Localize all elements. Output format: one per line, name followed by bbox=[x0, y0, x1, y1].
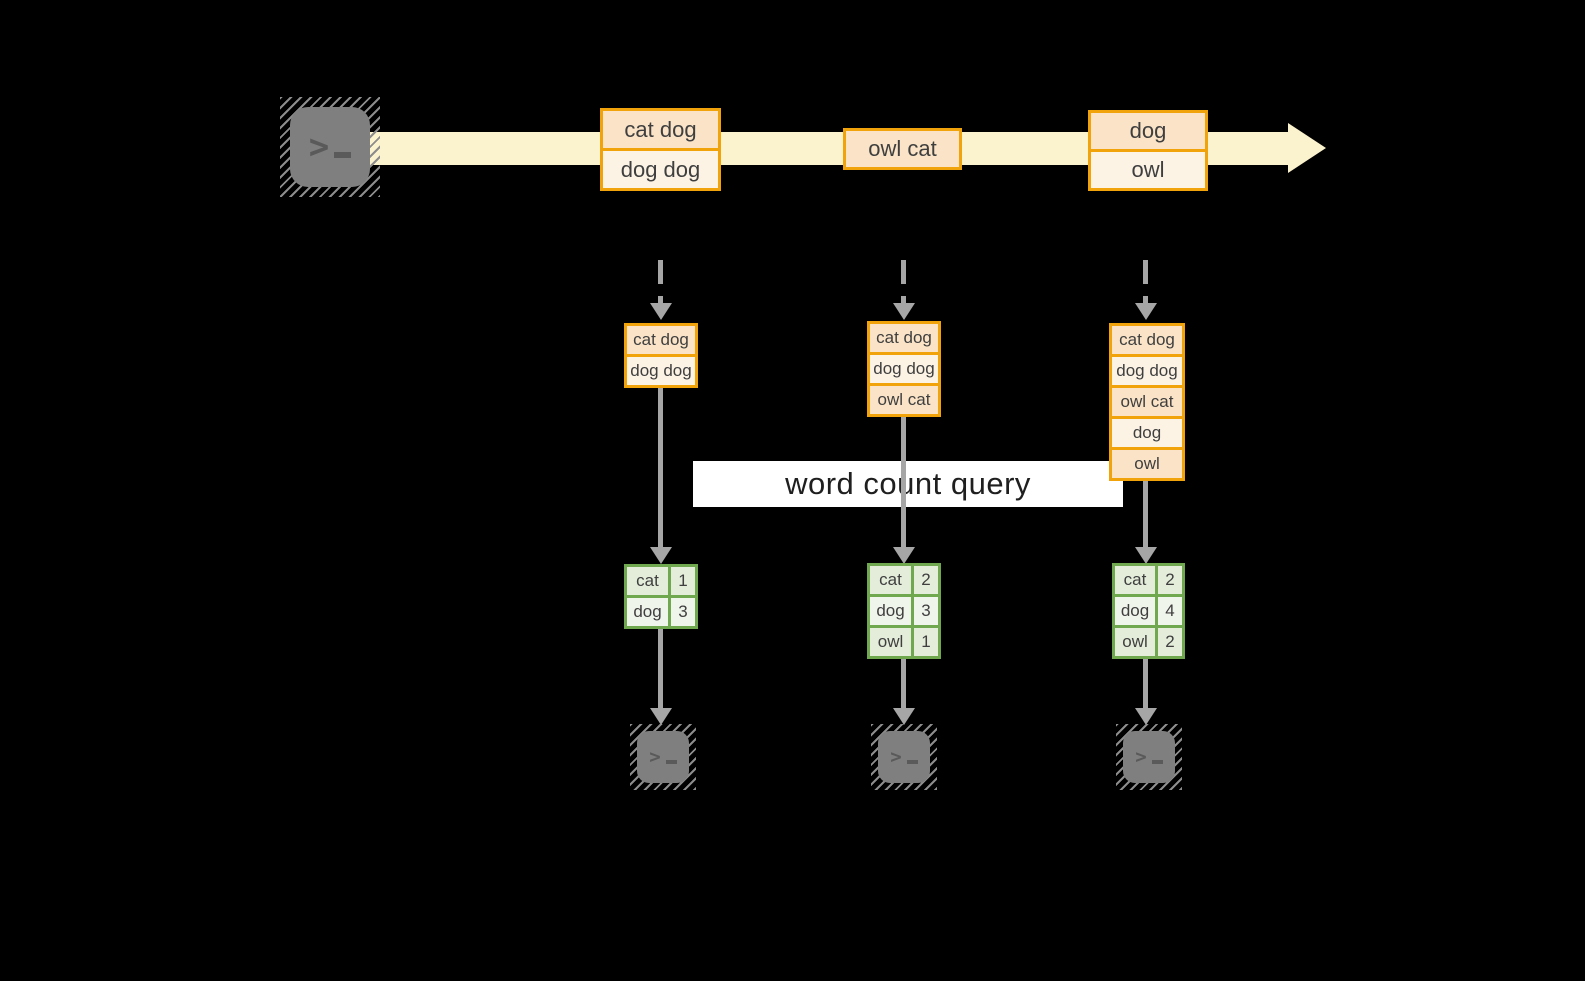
arrowhead-down-icon bbox=[893, 547, 915, 564]
ingest-dashed-arrow bbox=[658, 260, 663, 305]
word-cell: cat bbox=[1115, 566, 1155, 594]
arrowhead-down-icon bbox=[893, 708, 915, 725]
buffer-line: owl bbox=[1112, 450, 1182, 478]
stream-event-line: owl bbox=[1091, 152, 1205, 188]
count-cell: 2 bbox=[1158, 628, 1182, 656]
micro-batch-box: cat dog dog dog bbox=[624, 323, 698, 388]
terminal-prompt-icon: > bbox=[280, 97, 380, 197]
count-cell: 3 bbox=[914, 597, 938, 625]
terminal-screen bbox=[637, 731, 689, 783]
count-cell: 3 bbox=[671, 598, 695, 626]
terminal-screen bbox=[878, 731, 930, 783]
count-cell: 2 bbox=[914, 566, 938, 594]
buffer-line: owl cat bbox=[1112, 388, 1182, 419]
terminal-cursor-icon bbox=[334, 152, 352, 158]
word-count-table: cat 2 dog 3 owl 1 bbox=[867, 563, 941, 659]
word-count-table: cat 1 dog 3 bbox=[624, 564, 698, 629]
terminal-prompt-icon: > bbox=[630, 724, 696, 790]
count-cell: 4 bbox=[1158, 597, 1182, 625]
arrowhead-down-icon bbox=[1135, 708, 1157, 725]
ingest-dashed-arrow bbox=[1143, 260, 1148, 305]
flow-arrow-line bbox=[1143, 659, 1148, 708]
terminal-prompt-icon: > bbox=[871, 724, 937, 790]
stream-event-line: owl cat bbox=[846, 131, 959, 167]
buffer-line: cat dog bbox=[1112, 326, 1182, 357]
terminal-cursor-icon bbox=[906, 760, 918, 764]
terminal-cursor-icon bbox=[665, 760, 677, 764]
ingest-dashed-arrow bbox=[901, 260, 906, 305]
word-cell: dog bbox=[1115, 597, 1155, 625]
query-label-band: word count query bbox=[693, 461, 1123, 507]
buffer-line: cat dog bbox=[870, 324, 938, 355]
stream-event-box: dog owl bbox=[1088, 110, 1208, 191]
terminal-screen bbox=[290, 107, 370, 187]
buffer-line: cat dog bbox=[627, 326, 695, 357]
word-cell: cat bbox=[870, 566, 911, 594]
count-cell: 1 bbox=[914, 628, 938, 656]
terminal-cursor-icon bbox=[1151, 760, 1163, 764]
arrowhead-down-icon bbox=[650, 708, 672, 725]
count-cell: 1 bbox=[671, 567, 695, 595]
consumer-terminal-icon: > bbox=[1116, 724, 1182, 790]
flow-arrow-line bbox=[658, 387, 663, 547]
word-cell: dog bbox=[627, 598, 668, 626]
count-cell: 2 bbox=[1158, 566, 1182, 594]
arrowhead-down-icon bbox=[650, 547, 672, 564]
word-cell: owl bbox=[870, 628, 911, 656]
word-count-table: cat 2 dog 4 owl 2 bbox=[1112, 563, 1185, 659]
query-label: word count query bbox=[785, 466, 1031, 501]
stream-event-box: owl cat bbox=[843, 128, 962, 170]
producer-terminal-icon: > bbox=[280, 97, 380, 197]
stream-event-line: dog dog bbox=[603, 151, 718, 188]
stream-event-line: dog bbox=[1091, 113, 1205, 152]
arrowhead-down-icon bbox=[893, 303, 915, 320]
stream-arrowhead bbox=[1288, 123, 1326, 173]
flow-arrow-line bbox=[901, 414, 906, 547]
consumer-terminal-icon: > bbox=[630, 724, 696, 790]
terminal-prompt-icon: > bbox=[1116, 724, 1182, 790]
word-cell: cat bbox=[627, 567, 668, 595]
word-cell: owl bbox=[1115, 628, 1155, 656]
arrowhead-down-icon bbox=[1135, 303, 1157, 320]
stream-event-box: cat dog dog dog bbox=[600, 108, 721, 191]
buffer-line: dog dog bbox=[627, 357, 695, 385]
arrowhead-down-icon bbox=[1135, 547, 1157, 564]
terminal-screen bbox=[1123, 731, 1175, 783]
micro-batch-box: cat dog dog dog owl cat bbox=[867, 321, 941, 417]
buffer-line: owl cat bbox=[870, 386, 938, 414]
flow-arrow-line bbox=[901, 659, 906, 708]
buffer-line: dog bbox=[1112, 419, 1182, 450]
buffer-line: dog dog bbox=[1112, 357, 1182, 388]
consumer-terminal-icon: > bbox=[871, 724, 937, 790]
flow-arrow-line bbox=[1143, 481, 1148, 547]
stream-event-line: cat dog bbox=[603, 111, 718, 151]
word-cell: dog bbox=[870, 597, 911, 625]
buffer-line: dog dog bbox=[870, 355, 938, 386]
flow-arrow-line bbox=[658, 629, 663, 708]
arrowhead-down-icon bbox=[650, 303, 672, 320]
micro-batch-box: cat dog dog dog owl cat dog owl bbox=[1109, 323, 1185, 481]
